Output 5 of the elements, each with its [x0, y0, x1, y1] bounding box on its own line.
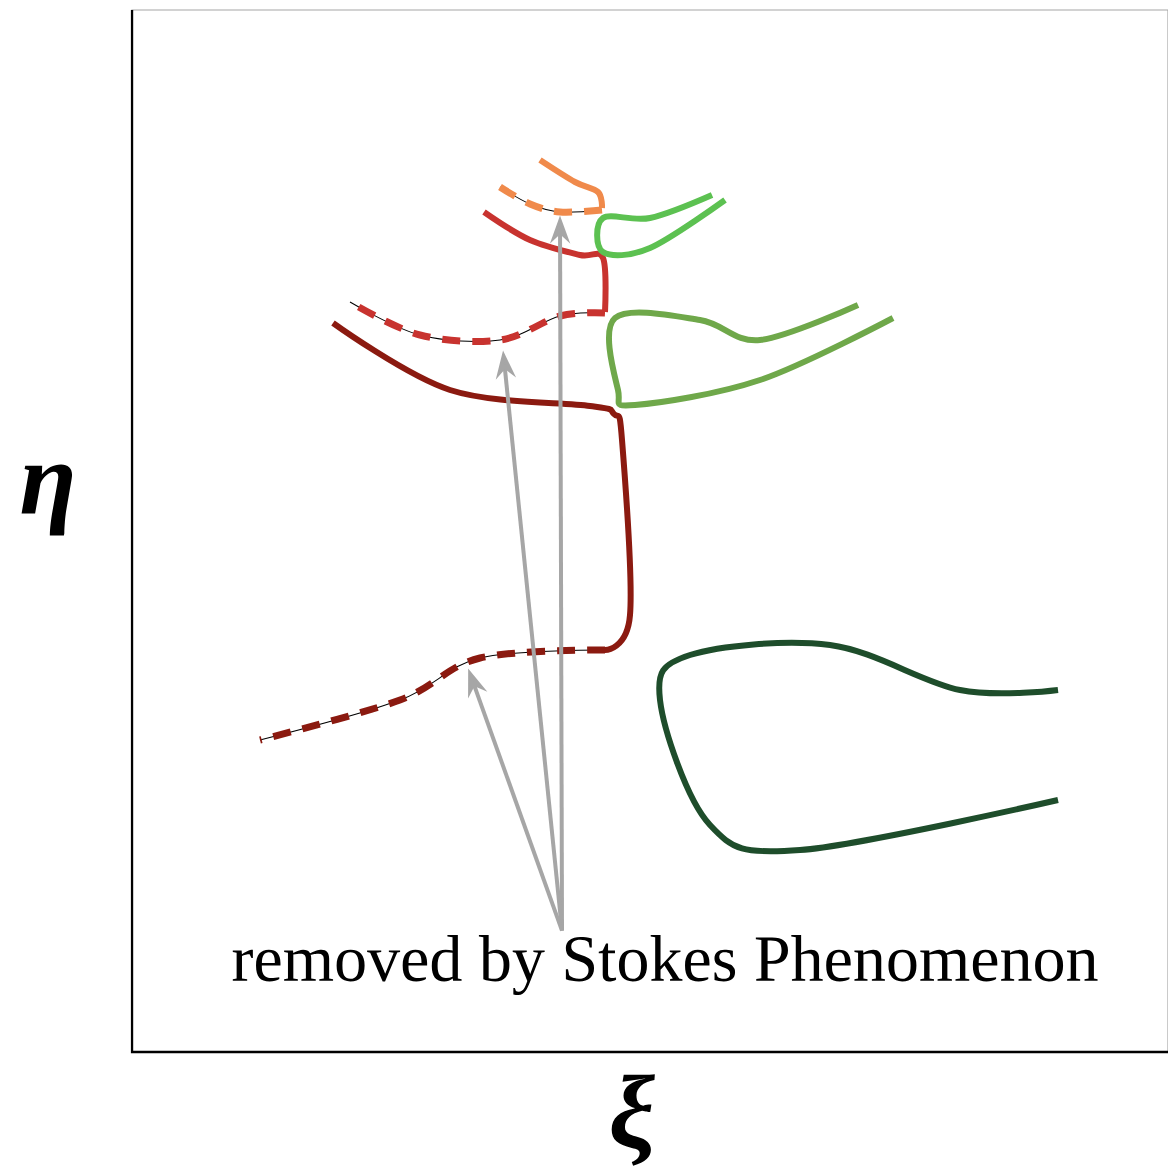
dashed-curve [498, 184, 603, 216]
annotation-text: removed by Stokes Phenomenon [232, 935, 1098, 995]
axis-label: η [21, 464, 73, 536]
axis-label: ξ [611, 1074, 655, 1166]
dashed-curve [259, 646, 606, 744]
